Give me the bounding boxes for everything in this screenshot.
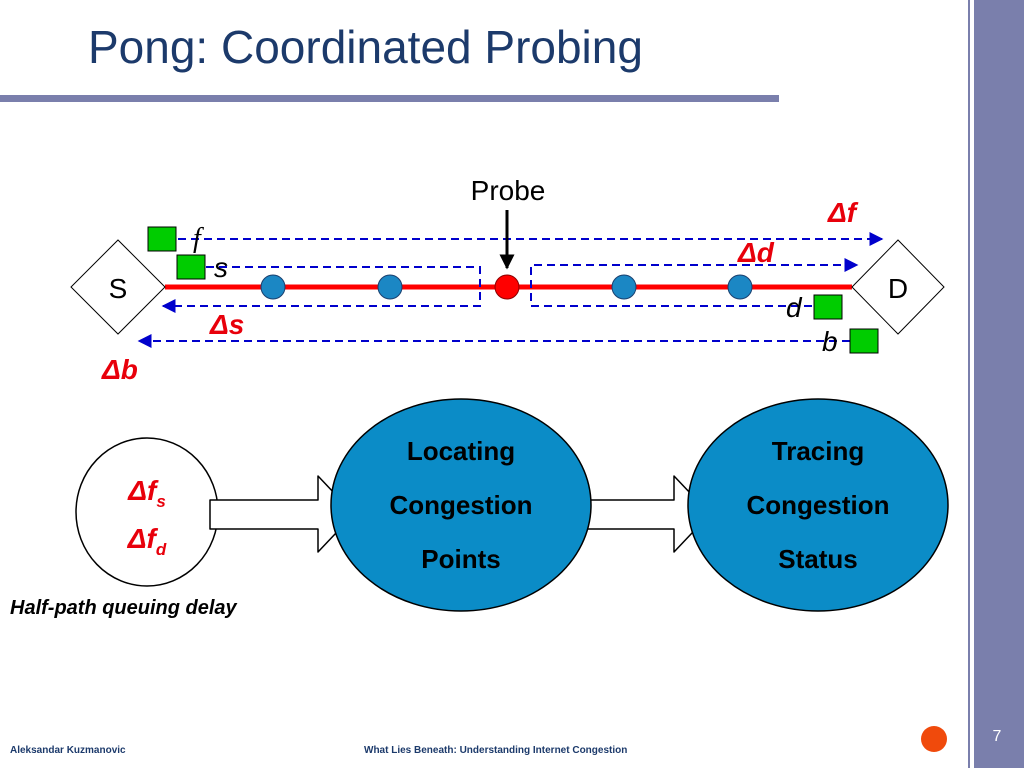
- packet-s-label: s: [214, 252, 228, 283]
- stage-tracing-line-3: Status: [778, 544, 857, 574]
- packet-d-label: d: [786, 292, 803, 323]
- router-node-4: [727, 274, 753, 300]
- delta-b-label: Δb: [101, 354, 138, 385]
- sidebar-line: [968, 0, 970, 768]
- sidebar-band: [974, 0, 1024, 768]
- destination-half-path-bracket: [530, 258, 859, 307]
- destination-label: D: [888, 273, 908, 304]
- stage-locating-line-1: Locating: [407, 436, 515, 466]
- title-rule: [0, 95, 779, 102]
- footer-author: Aleksandar Kuzmanovic: [10, 745, 126, 756]
- delta-d-label: Δd: [737, 237, 775, 268]
- probe-node: [494, 274, 520, 300]
- delta-s-label: Δs: [209, 309, 244, 340]
- stage-locating: [330, 398, 592, 612]
- packet-f: [147, 226, 177, 252]
- stage-tracing-line-1: Tracing: [772, 436, 864, 466]
- input-circle: [75, 437, 219, 587]
- packet-d: [813, 294, 843, 320]
- packet-f-label: f: [193, 223, 204, 254]
- stage-tracing-line-2: Congestion: [747, 490, 890, 520]
- router-node-1: [260, 274, 286, 300]
- slide-title: Pong: Coordinated Probing: [88, 21, 643, 73]
- source-label: S: [109, 273, 128, 304]
- probe-label: Probe: [471, 175, 546, 206]
- packet-s: [176, 254, 206, 280]
- destination-node: D: [851, 239, 945, 335]
- footer-dot: [921, 726, 947, 752]
- packet-b: [849, 328, 879, 354]
- delta-f-d-label: Δfd: [127, 523, 167, 559]
- stage-locating-line-2: Congestion: [390, 490, 533, 520]
- source-half-path-bracket: [161, 266, 481, 313]
- input-caption: Half-path queuing delay: [10, 597, 238, 619]
- delta-f-label: Δf: [827, 197, 859, 228]
- stage-locating-line-3: Points: [421, 544, 500, 574]
- page-number: 7: [993, 728, 1002, 745]
- router-node-3: [611, 274, 637, 300]
- packet-b-label: b: [822, 326, 838, 357]
- stage-tracing: [687, 398, 949, 612]
- router-node-2: [377, 274, 403, 300]
- footer-talk-title: What Lies Beneath: Understanding Interne…: [364, 745, 627, 756]
- delta-f-s-label: Δfs: [127, 475, 166, 511]
- source-node: S: [70, 239, 166, 335]
